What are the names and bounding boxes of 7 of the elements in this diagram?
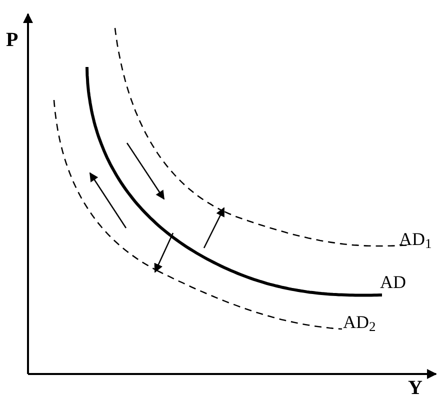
shift-arrow xyxy=(154,232,174,273)
curve-label: AD$_{2}$ xyxy=(343,313,376,331)
curve-label: AD$_{1}$ xyxy=(399,230,432,248)
axis-label: Y xyxy=(408,378,422,398)
curve-label: AD xyxy=(380,273,406,291)
axis-label: P xyxy=(6,30,18,50)
shift-arrow xyxy=(203,207,225,248)
